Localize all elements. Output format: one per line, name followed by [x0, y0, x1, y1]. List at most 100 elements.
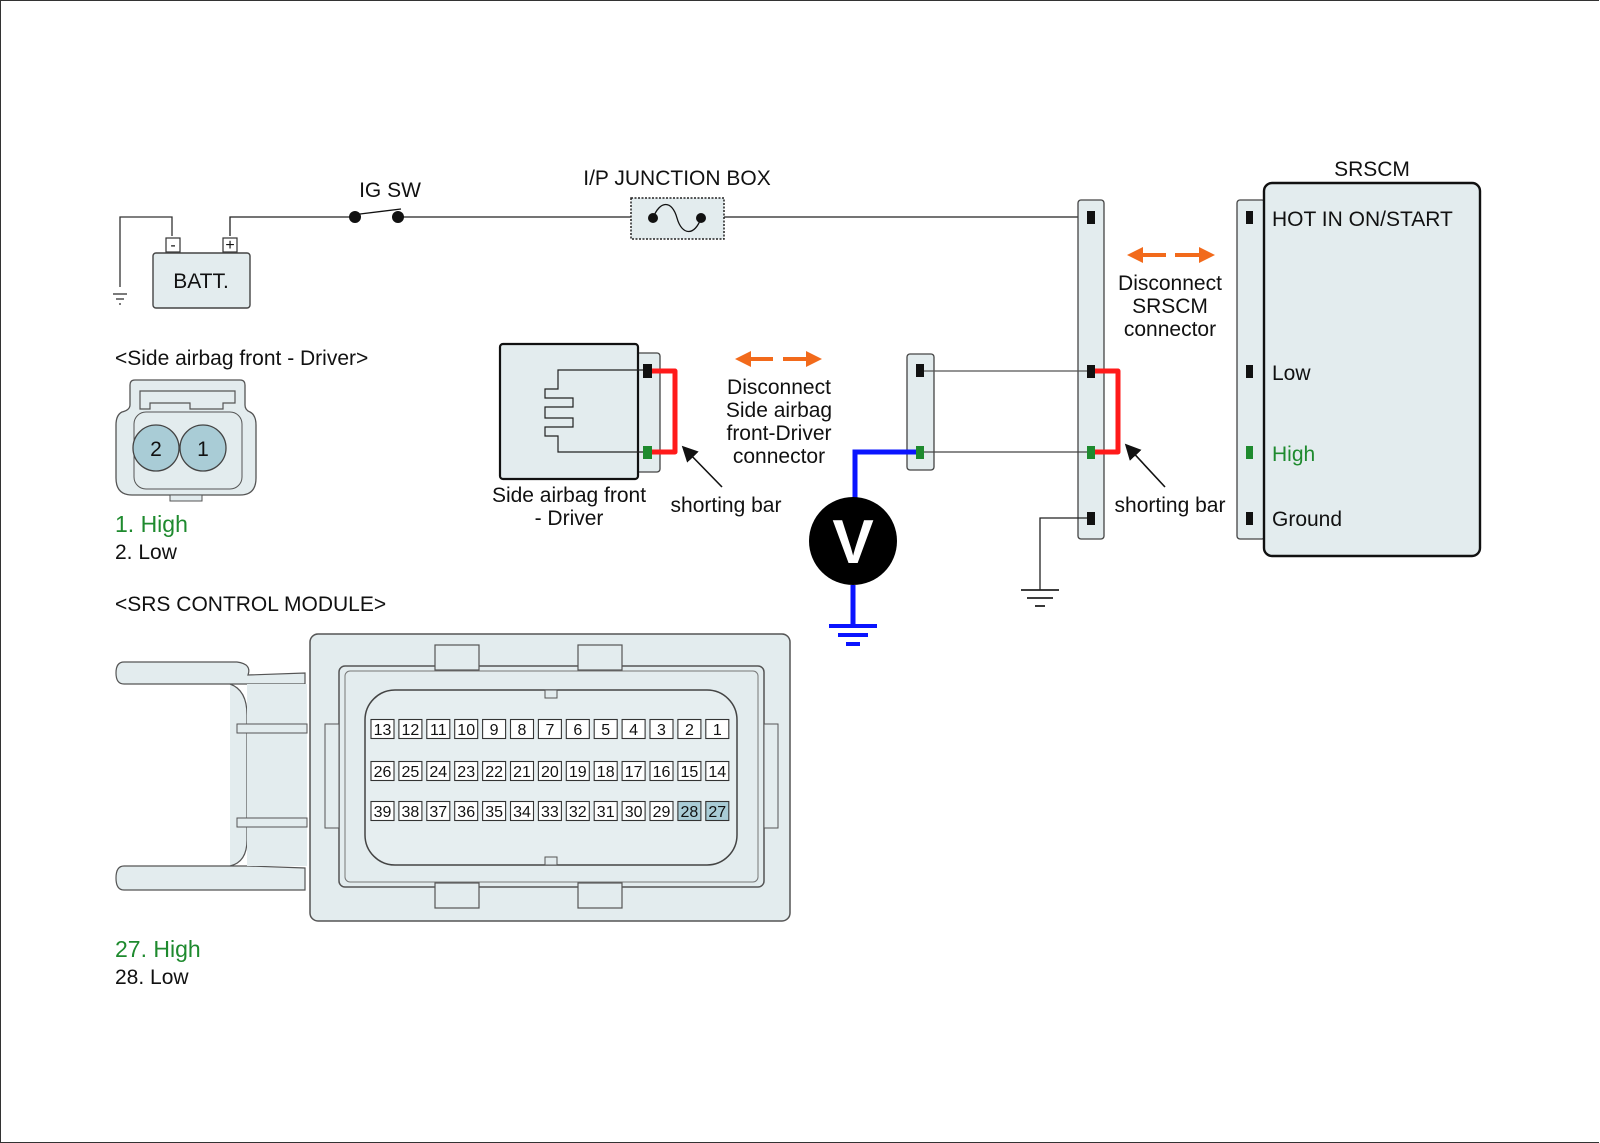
ground-symbol-srscm: [1021, 589, 1059, 607]
harness-pin-high: [1087, 446, 1095, 459]
srs-pin-label-7: 7: [545, 722, 554, 739]
airbag-disconnect-line3: front-Driver: [726, 422, 831, 445]
airbag-shorting-bar: [652, 368, 678, 455]
srscm-shorting-bar-label: shorting bar: [1115, 494, 1226, 517]
srs-pin-33: [537, 800, 562, 822]
srs-pin-32: [565, 800, 590, 822]
intermediate-connector: [906, 353, 935, 471]
srscm-pin-high: [1246, 446, 1253, 459]
srs-pin-7: [537, 718, 562, 740]
srs-pin-1: [705, 718, 730, 740]
srs-pin-38: [398, 800, 423, 822]
srs-pin-label-35: 35: [485, 804, 503, 821]
battery-pos-terminal: [222, 237, 238, 253]
airbag-disconnect-line4: connector: [733, 445, 825, 468]
srs-pin-20: [537, 760, 562, 782]
srscm-disconnect-arrows: [1127, 247, 1215, 263]
srscm-pin-label-high: High: [1272, 443, 1315, 466]
airbag-squib-icon: [544, 369, 646, 453]
srs-pin-label-13: 13: [374, 722, 392, 739]
srs-pin-label-26: 26: [374, 764, 392, 781]
junction-box: I/P JUNCTION BOX: [583, 167, 771, 240]
srs-pin-25: [398, 760, 423, 782]
airbag-legend-low: 2. Low: [115, 541, 178, 564]
ground-symbol-battery: [113, 293, 127, 305]
battery-pos-label: +: [225, 237, 234, 254]
airbag-label-line2: - Driver: [535, 507, 604, 530]
srs-pin-9: [482, 718, 507, 740]
srs-pin-label-25: 25: [402, 764, 420, 781]
srs-pin-label-15: 15: [681, 764, 699, 781]
srs-pin-label-3: 3: [657, 722, 666, 739]
srs-pin-label-19: 19: [569, 764, 587, 781]
srs-pin-label-32: 32: [569, 804, 587, 821]
srs-pin-26: [370, 760, 395, 782]
srs-pin-37: [426, 800, 451, 822]
srs-pin-label-34: 34: [513, 804, 531, 821]
srs-pin-22: [482, 760, 507, 782]
srs-pin-18: [593, 760, 618, 782]
srs-pin-2: [677, 718, 702, 740]
srs-pin-13: [370, 718, 395, 740]
battery-neg-terminal: [165, 237, 181, 253]
srs-pin-label-8: 8: [518, 722, 527, 739]
ground-symbol-meter: [829, 624, 877, 646]
side-airbag-component: [498, 342, 661, 481]
srs-pin-label-5: 5: [601, 722, 610, 739]
airbag-disconnect-arrows: [735, 351, 822, 367]
srs-pin-label-23: 23: [457, 764, 475, 781]
srs-module-view-title: <SRS CONTROL MODULE>: [115, 593, 386, 616]
srs-pin-12: [398, 718, 423, 740]
airbag-shorting-bar-label: shorting bar: [671, 494, 782, 517]
srscm-title: SRSCM: [1334, 158, 1410, 181]
srs-pin-label-22: 22: [485, 764, 503, 781]
srs-pin-21: [509, 760, 535, 782]
srs-pin-label-6: 6: [573, 722, 582, 739]
srscm-pin-label-ground: Ground: [1272, 508, 1342, 531]
srs-pin-23: [454, 760, 479, 782]
srs-pin-11: [426, 718, 451, 740]
srs-pin-label-39: 39: [374, 804, 392, 821]
srs-pin-3: [649, 718, 674, 740]
battery-pos-wire: [229, 216, 354, 236]
srs-pin-label-9: 9: [490, 722, 499, 739]
srs-pin-label-36: 36: [457, 804, 475, 821]
airbag-shorting-bar-arrow: [681, 445, 723, 488]
srscm-disconnect-line3: connector: [1124, 318, 1216, 341]
srscm-body: [1262, 181, 1482, 558]
srs-pin-8: [509, 718, 535, 740]
srs-pin-24: [426, 760, 451, 782]
voltmeter: [809, 497, 897, 585]
srscm-pin-label-low: Low: [1272, 362, 1311, 385]
voltmeter-symbol: V: [832, 508, 873, 577]
airbag-connector-pin-2: [132, 424, 180, 472]
airbag-disconnect-line1: Disconnect: [727, 376, 831, 399]
srs-pin-label-24: 24: [429, 764, 447, 781]
srs-pin-label-33: 33: [541, 804, 559, 821]
srs-pin-label-30: 30: [625, 804, 643, 821]
srs-pin-label-31: 31: [597, 804, 615, 821]
srs-pin-31: [593, 800, 618, 822]
srscm-disconnect-line1: Disconnect: [1118, 272, 1222, 295]
srs-pin-4: [621, 718, 646, 740]
srs-pin-label-4: 4: [629, 722, 638, 739]
airbag-disconnect-line2: Side airbag: [726, 399, 832, 422]
meter-positive-lead: [852, 449, 916, 500]
srs-pin-label-28: 28: [681, 804, 699, 821]
srscm-shorting-bar: [1095, 368, 1121, 455]
srs-pin-label-29: 29: [653, 804, 671, 821]
srs-pin-label-38: 38: [402, 804, 420, 821]
srs-pin-36: [454, 800, 479, 822]
srs-pin-label-12: 12: [402, 722, 420, 739]
srs-pin-label-18: 18: [597, 764, 615, 781]
srs-legend-high: 27. High: [115, 936, 201, 962]
srs-pin-15: [677, 760, 702, 782]
svg-text:1: 1: [197, 438, 209, 461]
srs-pin-label-1: 1: [713, 722, 722, 739]
battery-label: BATT.: [173, 270, 229, 293]
srs-legend-low: 28. Low: [115, 966, 189, 989]
harness-pin-low: [1087, 365, 1095, 378]
